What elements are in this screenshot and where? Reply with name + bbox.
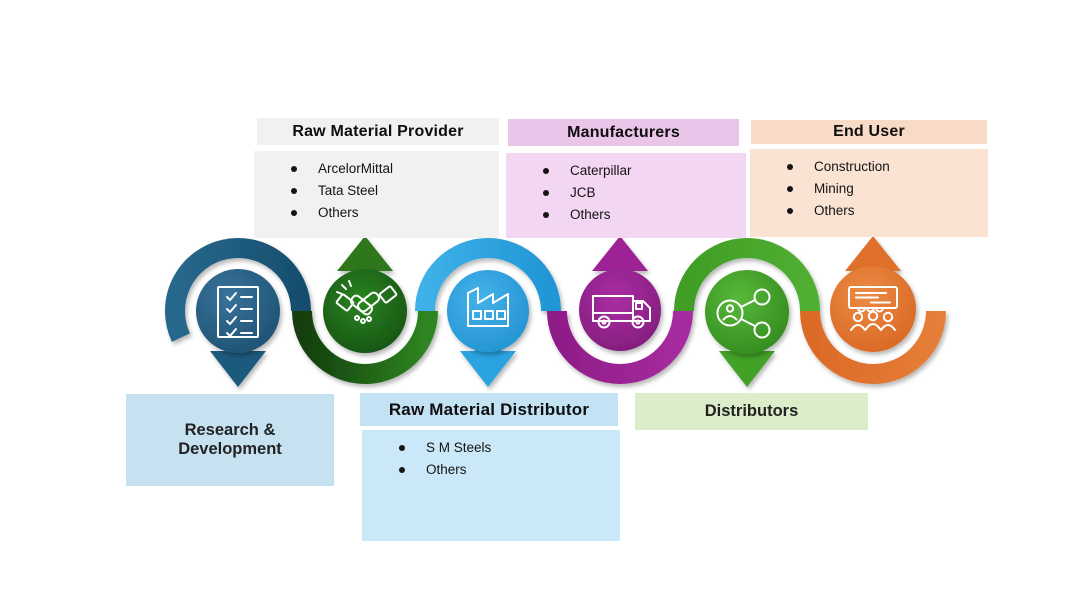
raw-material-distributor-header: Raw Material Distributor [360,393,618,426]
raw-material-distributor-list: S M Steels Others [362,430,620,541]
list-item: Others [398,459,620,481]
list-item: Others [290,202,499,224]
raw-material-provider-list: ArcelorMittal Tata Steel Others [254,151,499,238]
list-item: Construction [786,156,988,178]
arc-end-user [800,310,946,384]
share-network-icon [716,288,771,339]
end-user-list: Construction Mining Others [750,149,988,237]
circle-manufacturers [579,269,661,351]
manufacturers-header: Manufacturers [508,119,739,146]
raw-material-provider-header: Raw Material Provider [257,118,499,145]
circle-research-development [196,269,280,353]
list-item: Tata Steel [290,180,499,202]
factory-icon [467,287,509,327]
list-item: S M Steels [398,437,620,459]
research-development-box: Research & Development [126,394,334,486]
list-item: Caterpillar [542,160,746,182]
checklist-icon [217,286,259,338]
manufacturers-list: Caterpillar JCB Others [506,153,746,238]
list-item: Others [786,200,988,222]
list-item: ArcelorMittal [290,158,499,180]
presentation-audience-icon [848,286,898,331]
handshake-icon [335,280,398,324]
end-user-header: End User [751,120,987,144]
distributors-box: Distributors [635,393,868,430]
arc-manufacturers [547,310,693,384]
list-item: Others [542,204,746,226]
arc-research-development [165,238,311,342]
list-item: JCB [542,182,746,204]
wave-arcs [165,238,946,384]
list-item: Mining [786,178,988,200]
arc-raw-material-distributor [415,238,561,312]
arc-distributors [674,238,820,312]
arc-raw-material-provider [292,310,438,384]
truck-icon [592,295,651,329]
